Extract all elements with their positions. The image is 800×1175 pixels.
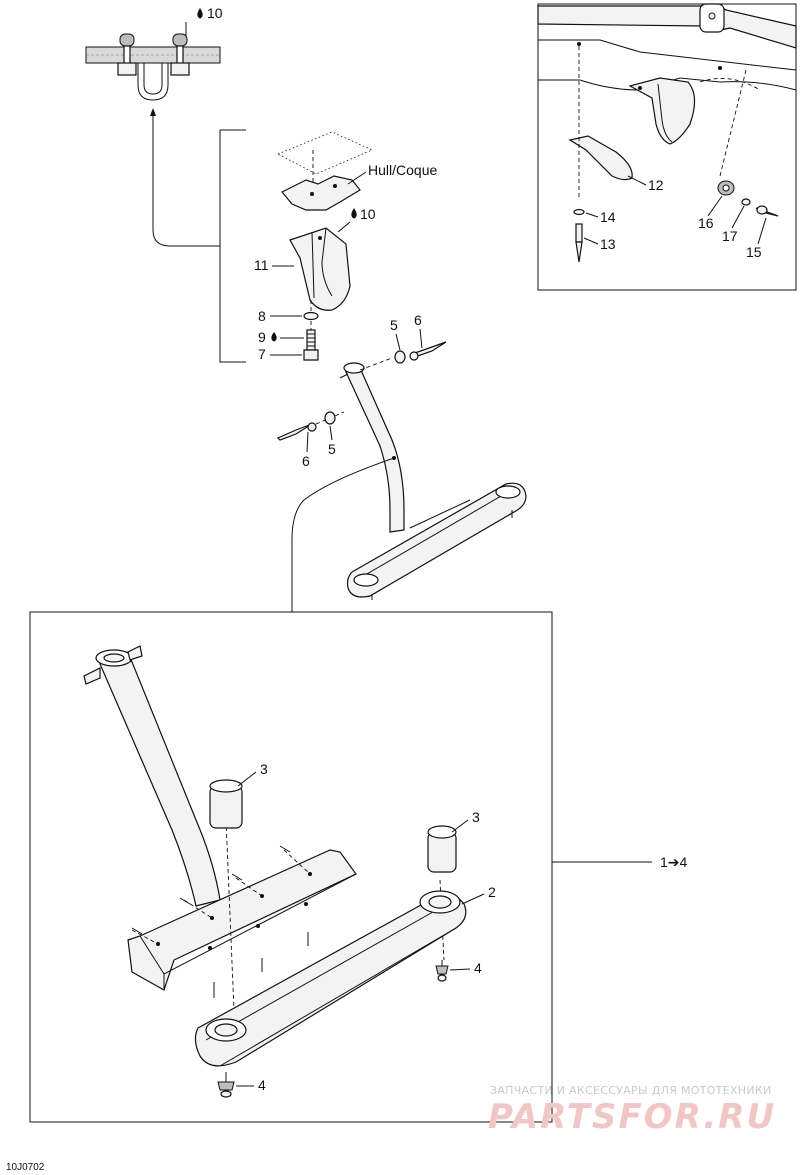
callout-12: 12 [648,177,664,193]
callout-4-left: 4 [258,1077,266,1093]
callout-range: 1➔4 [660,854,688,870]
watermark-tagline: ЗАПЧАСТИ И АКСЕССУАРЫ ДЛЯ МОТОТЕХНИКИ [490,1084,772,1097]
callout-15: 15 [746,244,762,260]
stand-assembly-large [83,645,467,1098]
callout-5-left: 5 [328,441,336,457]
callout-11: 11 [254,257,269,273]
bracket-11 [289,227,351,311]
callout-16: 16 [698,215,714,231]
pin-6-left [276,423,313,441]
nut-7 [303,349,319,361]
detail-leader [152,118,220,247]
figure-code: 10J0702 [6,1162,45,1173]
callout-3-left: 3 [260,761,268,777]
stand-assembly-small [339,362,527,600]
callout-5-right: 5 [390,317,398,333]
callout-3-right: 3 [472,809,480,825]
sealant-drop-icon-2 [351,208,357,219]
callout-10-top: 10 [207,5,223,21]
hull-plate [277,131,373,211]
stand-leader [291,457,395,612]
callout-14: 14 [600,209,616,225]
sealant-drop-icon-3 [271,332,277,342]
callout-8: 8 [258,308,266,324]
sealant-drop-icon [197,8,203,19]
watermark-logo: PARTSFOR.RU [488,1097,776,1137]
callout-13: 13 [600,236,616,252]
washer-5-right [394,350,406,364]
hull-coque-label: Hull/Coque [368,162,437,178]
callout-10-mid: 10 [360,206,376,222]
callout-6-right: 6 [414,312,422,328]
callout-9: 9 [258,329,266,345]
callout-4-right: 4 [474,960,482,976]
callout-7: 7 [258,346,266,362]
callout-6-left: 6 [302,453,310,469]
bolt-9 [306,329,316,351]
group-bracket [219,129,246,363]
callout-2: 2 [488,884,496,900]
washer-8 [303,311,319,321]
hull-section-detail [85,33,221,118]
inset-detail [537,3,797,291]
washer-5-left [324,411,336,425]
callout-17: 17 [722,228,738,244]
